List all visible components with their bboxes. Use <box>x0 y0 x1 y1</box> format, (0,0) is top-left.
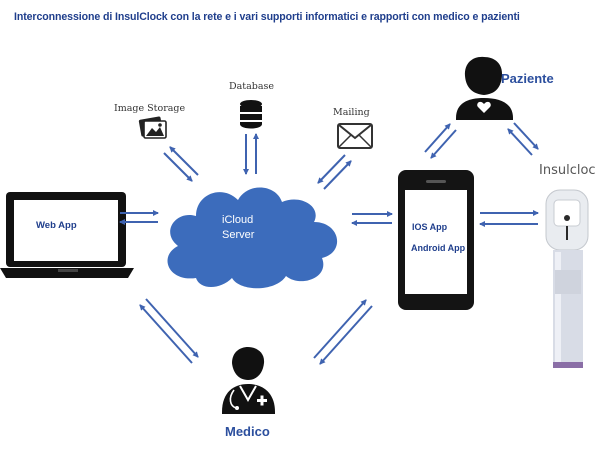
arrow-storage-to-cloud <box>163 152 193 182</box>
doctor-label: Medico <box>225 424 270 439</box>
arrow-phone-to-patient <box>424 123 451 153</box>
patient-label: Paziente <box>501 71 554 86</box>
arrow-phone-to-doctor <box>319 305 373 365</box>
database-icon <box>240 100 262 129</box>
arrow-patient-to-phone <box>430 129 457 159</box>
laptop-icon <box>0 192 134 278</box>
envelope-icon <box>337 123 373 149</box>
patient-icon <box>456 56 513 120</box>
cloud-label-line2: Server <box>222 229 255 241</box>
doctor-icon <box>222 347 275 414</box>
arrow-patient-to-pen <box>513 122 539 150</box>
mailing-label: Mailing <box>333 107 370 118</box>
image-storage-label: Image Storage <box>114 103 186 114</box>
arrow-laptop-to-doctor <box>145 298 199 358</box>
database-label: Database <box>229 81 275 92</box>
connection-arrows <box>119 122 539 365</box>
web-app-label: Web App <box>36 220 77 231</box>
ios-app-label: IOS App <box>412 222 448 232</box>
arrow-pen-to-patient <box>507 128 533 156</box>
cloud-icon <box>167 187 338 289</box>
phone-icon <box>398 170 474 310</box>
photo-icon <box>138 116 167 139</box>
arrow-doctor-to-laptop <box>139 304 193 364</box>
cloud-label-line1: iCloud <box>222 214 254 226</box>
arrow-cloud-to-mailing <box>323 160 352 190</box>
android-app-label: Android App <box>411 243 466 253</box>
arrow-doctor-to-phone <box>313 299 367 359</box>
insulin-pen-icon <box>545 189 589 368</box>
diagram-title: Interconnessione di InsulClock con la re… <box>14 11 520 23</box>
arrow-mailing-to-cloud <box>317 154 346 184</box>
insulclock-label: Insulcloc <box>539 163 596 178</box>
arrow-cloud-to-storage <box>169 146 199 176</box>
